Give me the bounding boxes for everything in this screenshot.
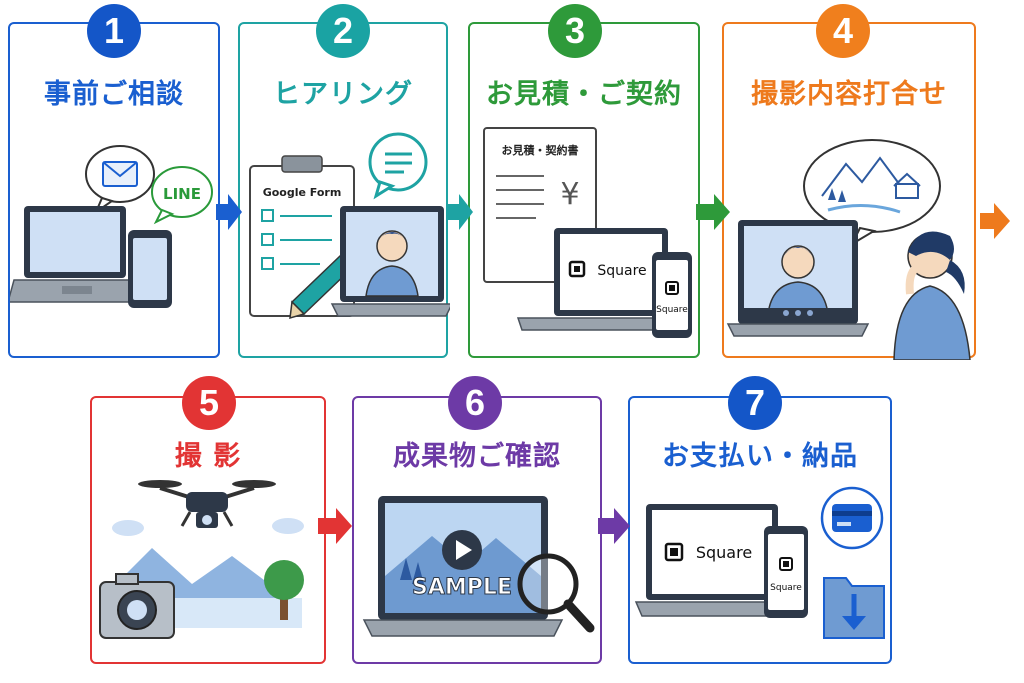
step-4-card: 撮影内容打合せ [722, 22, 976, 360]
tree-icon [264, 560, 304, 620]
sample-video-laptop-icon: SAMPLE [362, 496, 564, 637]
square-laptop-icon: Square [634, 504, 786, 617]
step-6-card: 成果物ご確認 SAMPLE [352, 396, 602, 664]
step-1-title: 事前ご相談 [44, 79, 184, 110]
arrow-right-icon [318, 508, 352, 544]
step-7-badge: 7 [728, 376, 782, 430]
arrow-right-icon [696, 194, 730, 230]
magnifier-icon [517, 553, 595, 633]
square-small-label: Square [656, 305, 688, 315]
estimate-document-label: お見積・契約書 [502, 143, 579, 157]
arrow-right-icon [447, 194, 473, 230]
credit-card-icon [820, 486, 884, 550]
download-folder-icon [823, 577, 885, 639]
step-7-card: お支払い・納品 Square Square [628, 396, 892, 664]
step-2-card: ヒアリング Google Form [238, 22, 450, 358]
google-form-label: Google Form [263, 186, 342, 199]
step-3-illustration: お見積・契約書 ¥ Square Square [483, 127, 692, 338]
step-3-badge: 3 [548, 4, 602, 58]
step-6-title: 成果物ご確認 [393, 441, 561, 472]
step-5-card: 撮 影 [90, 396, 326, 664]
step-1-illustration: LINE [10, 145, 213, 308]
step-3-card: お見積・ご契約 お見積・契約書 ¥ Square Square [468, 22, 700, 358]
arrow-right-icon [598, 508, 630, 544]
step-4-title: 撮影内容打合せ [751, 79, 947, 110]
step-5-badge: 5 [182, 376, 236, 430]
camera-icon [99, 573, 175, 639]
line-label: LINE [163, 185, 201, 203]
step-3-title: お見積・ご契約 [486, 79, 682, 110]
step-1-badge: 1 [87, 4, 141, 58]
drone-icon [138, 480, 276, 528]
square-laptop-icon: Square [516, 228, 670, 331]
step-5-illustration [99, 480, 304, 639]
step-1-card: 事前ご相談 LINE [8, 22, 220, 358]
woman-thinking-icon [893, 231, 971, 360]
step-4-badge: 4 [816, 4, 870, 58]
square-label: Square [696, 543, 752, 562]
mail-icon [85, 145, 155, 215]
smartphone-icon [128, 230, 172, 308]
step-6-illustration: SAMPLE [362, 496, 595, 637]
square-small-label: Square [770, 583, 802, 593]
video-call-laptop-icon [330, 206, 450, 317]
step-2-illustration: Google Form [249, 132, 450, 320]
yen-symbol: ¥ [560, 177, 579, 212]
line-app-icon: LINE [151, 166, 213, 225]
laptop-icon [10, 206, 146, 303]
square-label: Square [597, 263, 646, 279]
video-call-laptop-icon [726, 220, 870, 337]
chat-bubble-icon [368, 132, 428, 200]
cloud-icon [112, 520, 144, 536]
arrow-right-icon [216, 194, 242, 230]
step-2-badge: 2 [316, 4, 370, 58]
step-2-title: ヒアリング [273, 79, 413, 110]
step-6-badge: 6 [448, 376, 502, 430]
arrow-right-icon [980, 203, 1010, 239]
step-7-illustration: Square Square [634, 486, 885, 639]
step-7-title: お支払い・納品 [662, 441, 858, 472]
step-4-illustration [726, 139, 971, 360]
square-phone-icon: Square [764, 526, 808, 618]
sample-label: SAMPLE [412, 575, 512, 600]
cloud-icon [272, 518, 304, 534]
step-5-title: 撮 影 [174, 441, 242, 472]
square-phone-icon: Square [652, 252, 692, 338]
